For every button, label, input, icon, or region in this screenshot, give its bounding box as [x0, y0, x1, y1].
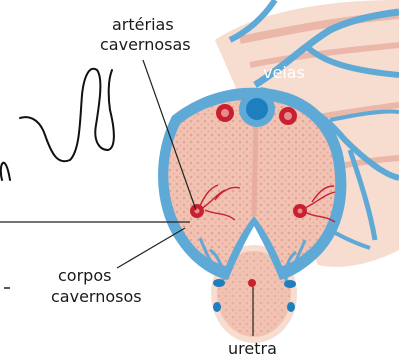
septum: [254, 112, 256, 216]
label-corpos-line2: cavernosos: [51, 287, 142, 306]
cavernous-artery-right-core: [298, 209, 303, 214]
circumflex-vein-left-2: [213, 302, 221, 312]
label-veias: veias: [263, 63, 305, 82]
urethra-lumen: [248, 279, 256, 287]
label-arterias-line2: cavernosas: [100, 35, 191, 54]
dorsal-artery-right-core: [284, 112, 292, 120]
pen-scribble: [1, 69, 114, 180]
leader-corpos: [117, 228, 185, 268]
dorsal-artery-left-core: [221, 109, 229, 117]
label-corpos-line1: corpos: [58, 266, 111, 285]
label-uretra: uretra: [228, 339, 277, 358]
circumflex-vein-left: [213, 279, 225, 287]
deep-dorsal-vein-core: [246, 98, 268, 120]
label-arterias-line1: artérias: [112, 15, 174, 34]
circumflex-vein-right-2: [287, 302, 295, 312]
circumflex-vein-right: [284, 280, 296, 288]
